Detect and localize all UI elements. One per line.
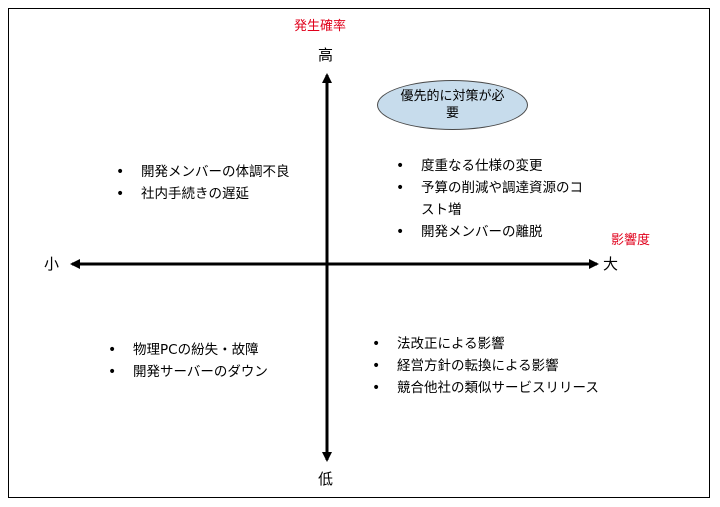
x-axis-title: 影響度	[611, 233, 651, 248]
list-item: 度重なる仕様の変更	[396, 155, 589, 177]
list-item: 開発メンバーの体調不良	[116, 161, 290, 183]
quadrant-top-left: 開発メンバーの体調不良 社内手続きの遅延	[116, 161, 290, 205]
list-item: 物理PCの紛失・故障	[108, 339, 268, 361]
quadrant-bottom-right: 法改正による影響 経営方針の転換による影響 競合他社の類似サービスリリース	[372, 333, 602, 399]
quadrant-bottom-left: 物理PCの紛失・故障 開発サーバーのダウン	[108, 339, 268, 383]
list-item: 競合他社の類似サービスリリース	[372, 377, 602, 399]
y-axis-title: 発生確率	[294, 19, 347, 34]
y-axis-high-label: 高	[318, 46, 334, 64]
list-item: 開発メンバーの離脱	[396, 221, 589, 243]
priority-callout-text: 優先的に対策が必要	[400, 89, 505, 121]
x-axis-small-label: 小	[44, 255, 60, 273]
quadrant-top-right: 度重なる仕様の変更 予算の削減や調達資源のコスト増 開発メンバーの離脱	[396, 155, 589, 243]
list-item: 経営方針の転換による影響	[372, 355, 602, 377]
list-item: 開発サーバーのダウン	[108, 361, 268, 383]
diagram-frame	[8, 8, 710, 498]
list-item: 予算の削減や調達資源のコスト増	[396, 177, 589, 221]
list-item: 法改正による影響	[372, 333, 602, 355]
priority-callout: 優先的に対策が必要	[377, 80, 528, 130]
list-item: 社内手続きの遅延	[116, 183, 290, 205]
x-axis-large-label: 大	[603, 255, 619, 273]
y-axis-low-label: 低	[318, 470, 334, 488]
